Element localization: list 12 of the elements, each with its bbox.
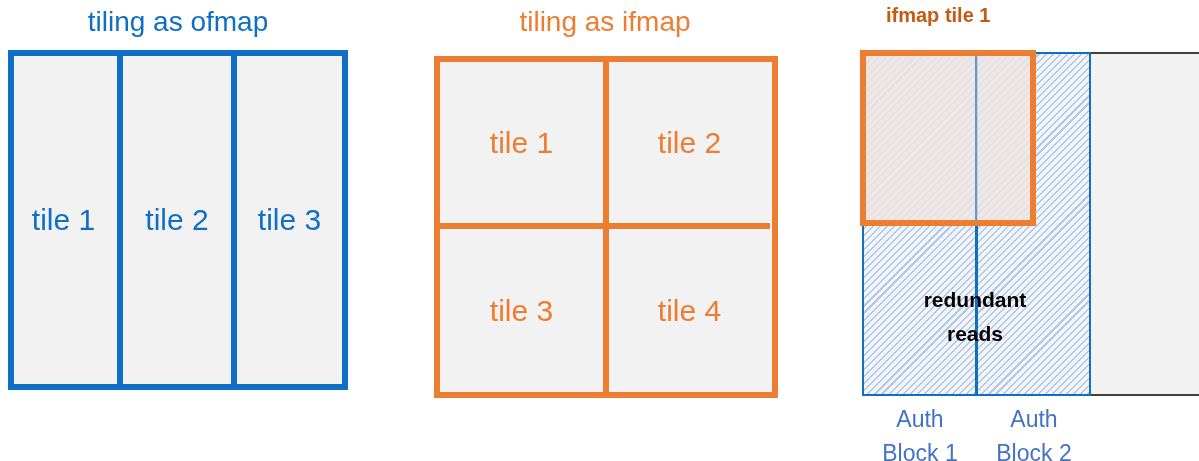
panel-title: tiling as ofmap [86, 6, 270, 38]
tile-label: tile 1 [489, 125, 554, 160]
tile-label: tile 3 [257, 203, 322, 237]
tile-label: tile 2 [657, 125, 722, 160]
block-label: Auth Block 2 [995, 405, 1073, 461]
block-label: Auth Block 1 [881, 405, 959, 461]
tile-label: tile 4 [657, 293, 722, 328]
tile-title: ifmap tile 1 [886, 4, 991, 27]
tile-label: tile 1 [31, 203, 96, 237]
tile-label: tile 2 [145, 203, 209, 237]
panel-title: tiling as ifmap [518, 6, 692, 38]
tile-label: tile 3 [489, 293, 554, 328]
